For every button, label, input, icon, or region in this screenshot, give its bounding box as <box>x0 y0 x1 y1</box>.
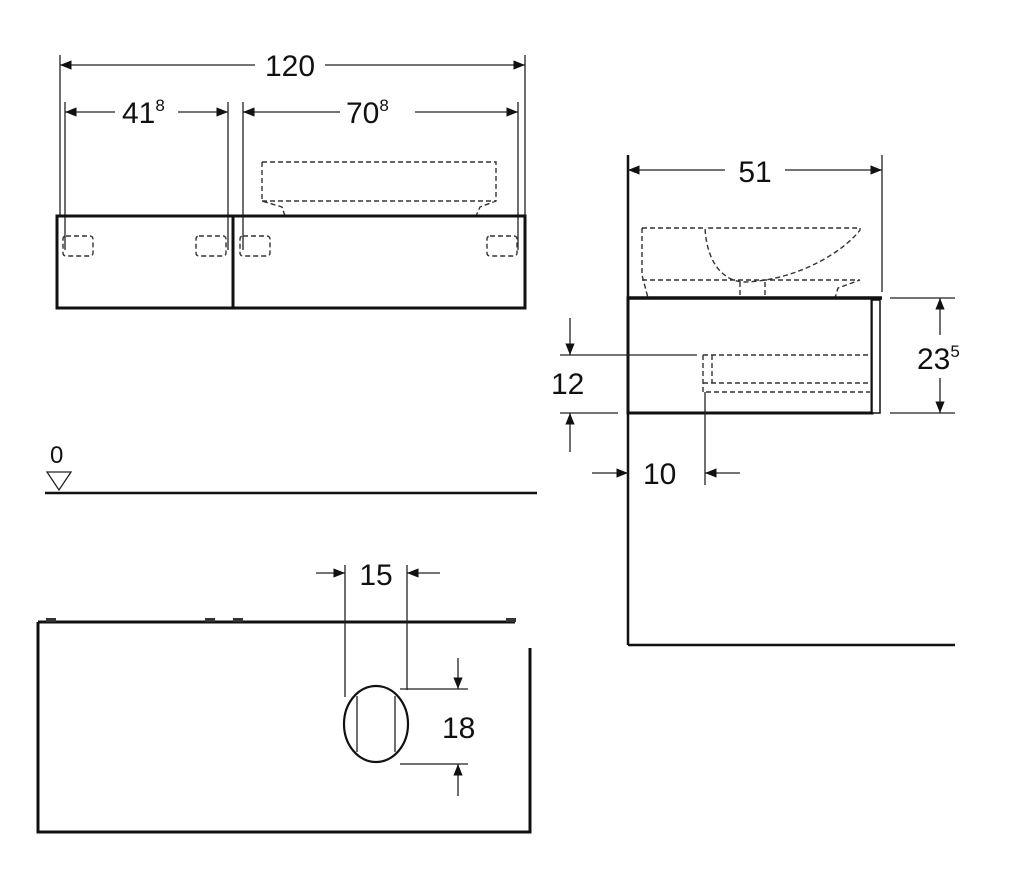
floor-level: 0 <box>45 442 537 495</box>
dimension-cabinet-height: 235 <box>917 342 960 376</box>
dimension-right-width: 708 <box>346 96 389 130</box>
dimension-left-width: 418 <box>122 96 165 130</box>
dimension-siphon-height: 12 <box>551 368 584 401</box>
hinge-icon <box>195 235 227 257</box>
dimension-cutout-width: 15 <box>359 559 392 592</box>
side-view: 51 235 12 10 <box>551 155 960 647</box>
hinge-icon <box>239 235 271 257</box>
hinge-icon <box>486 235 518 257</box>
hinge-icon <box>62 235 94 257</box>
dimension-siphon-offset: 10 <box>643 458 676 491</box>
basin-side-outline <box>641 227 861 299</box>
dimension-cutout-height: 18 <box>442 712 475 745</box>
dimension-overall-width: 120 <box>265 50 315 83</box>
floor-level-label: 0 <box>50 442 63 469</box>
level-triangle-icon <box>45 471 73 492</box>
dimension-depth: 51 <box>738 156 771 189</box>
top-view: 120 418 708 <box>55 50 527 310</box>
basin-outline <box>261 161 497 217</box>
cabinet-top-outline <box>55 214 527 310</box>
front-view: 15 18 <box>36 559 532 834</box>
siphon-cutout <box>342 684 410 764</box>
